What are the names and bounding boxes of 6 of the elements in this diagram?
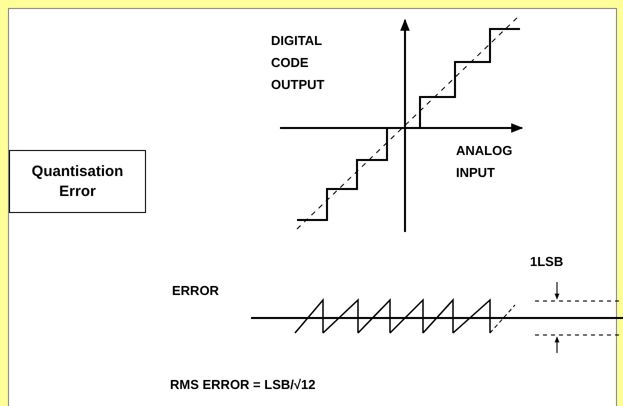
axis-label: ERROR [172,282,219,300]
title-box: Quantisation Error [9,150,146,213]
axis-label: DIGITAL CODE OUTPUT [271,32,326,94]
axis-label: 1LSB [530,253,564,271]
axis-label: RMS ERROR = LSB/√12 [170,376,316,394]
axis-label: ANALOG INPUT [456,142,514,182]
